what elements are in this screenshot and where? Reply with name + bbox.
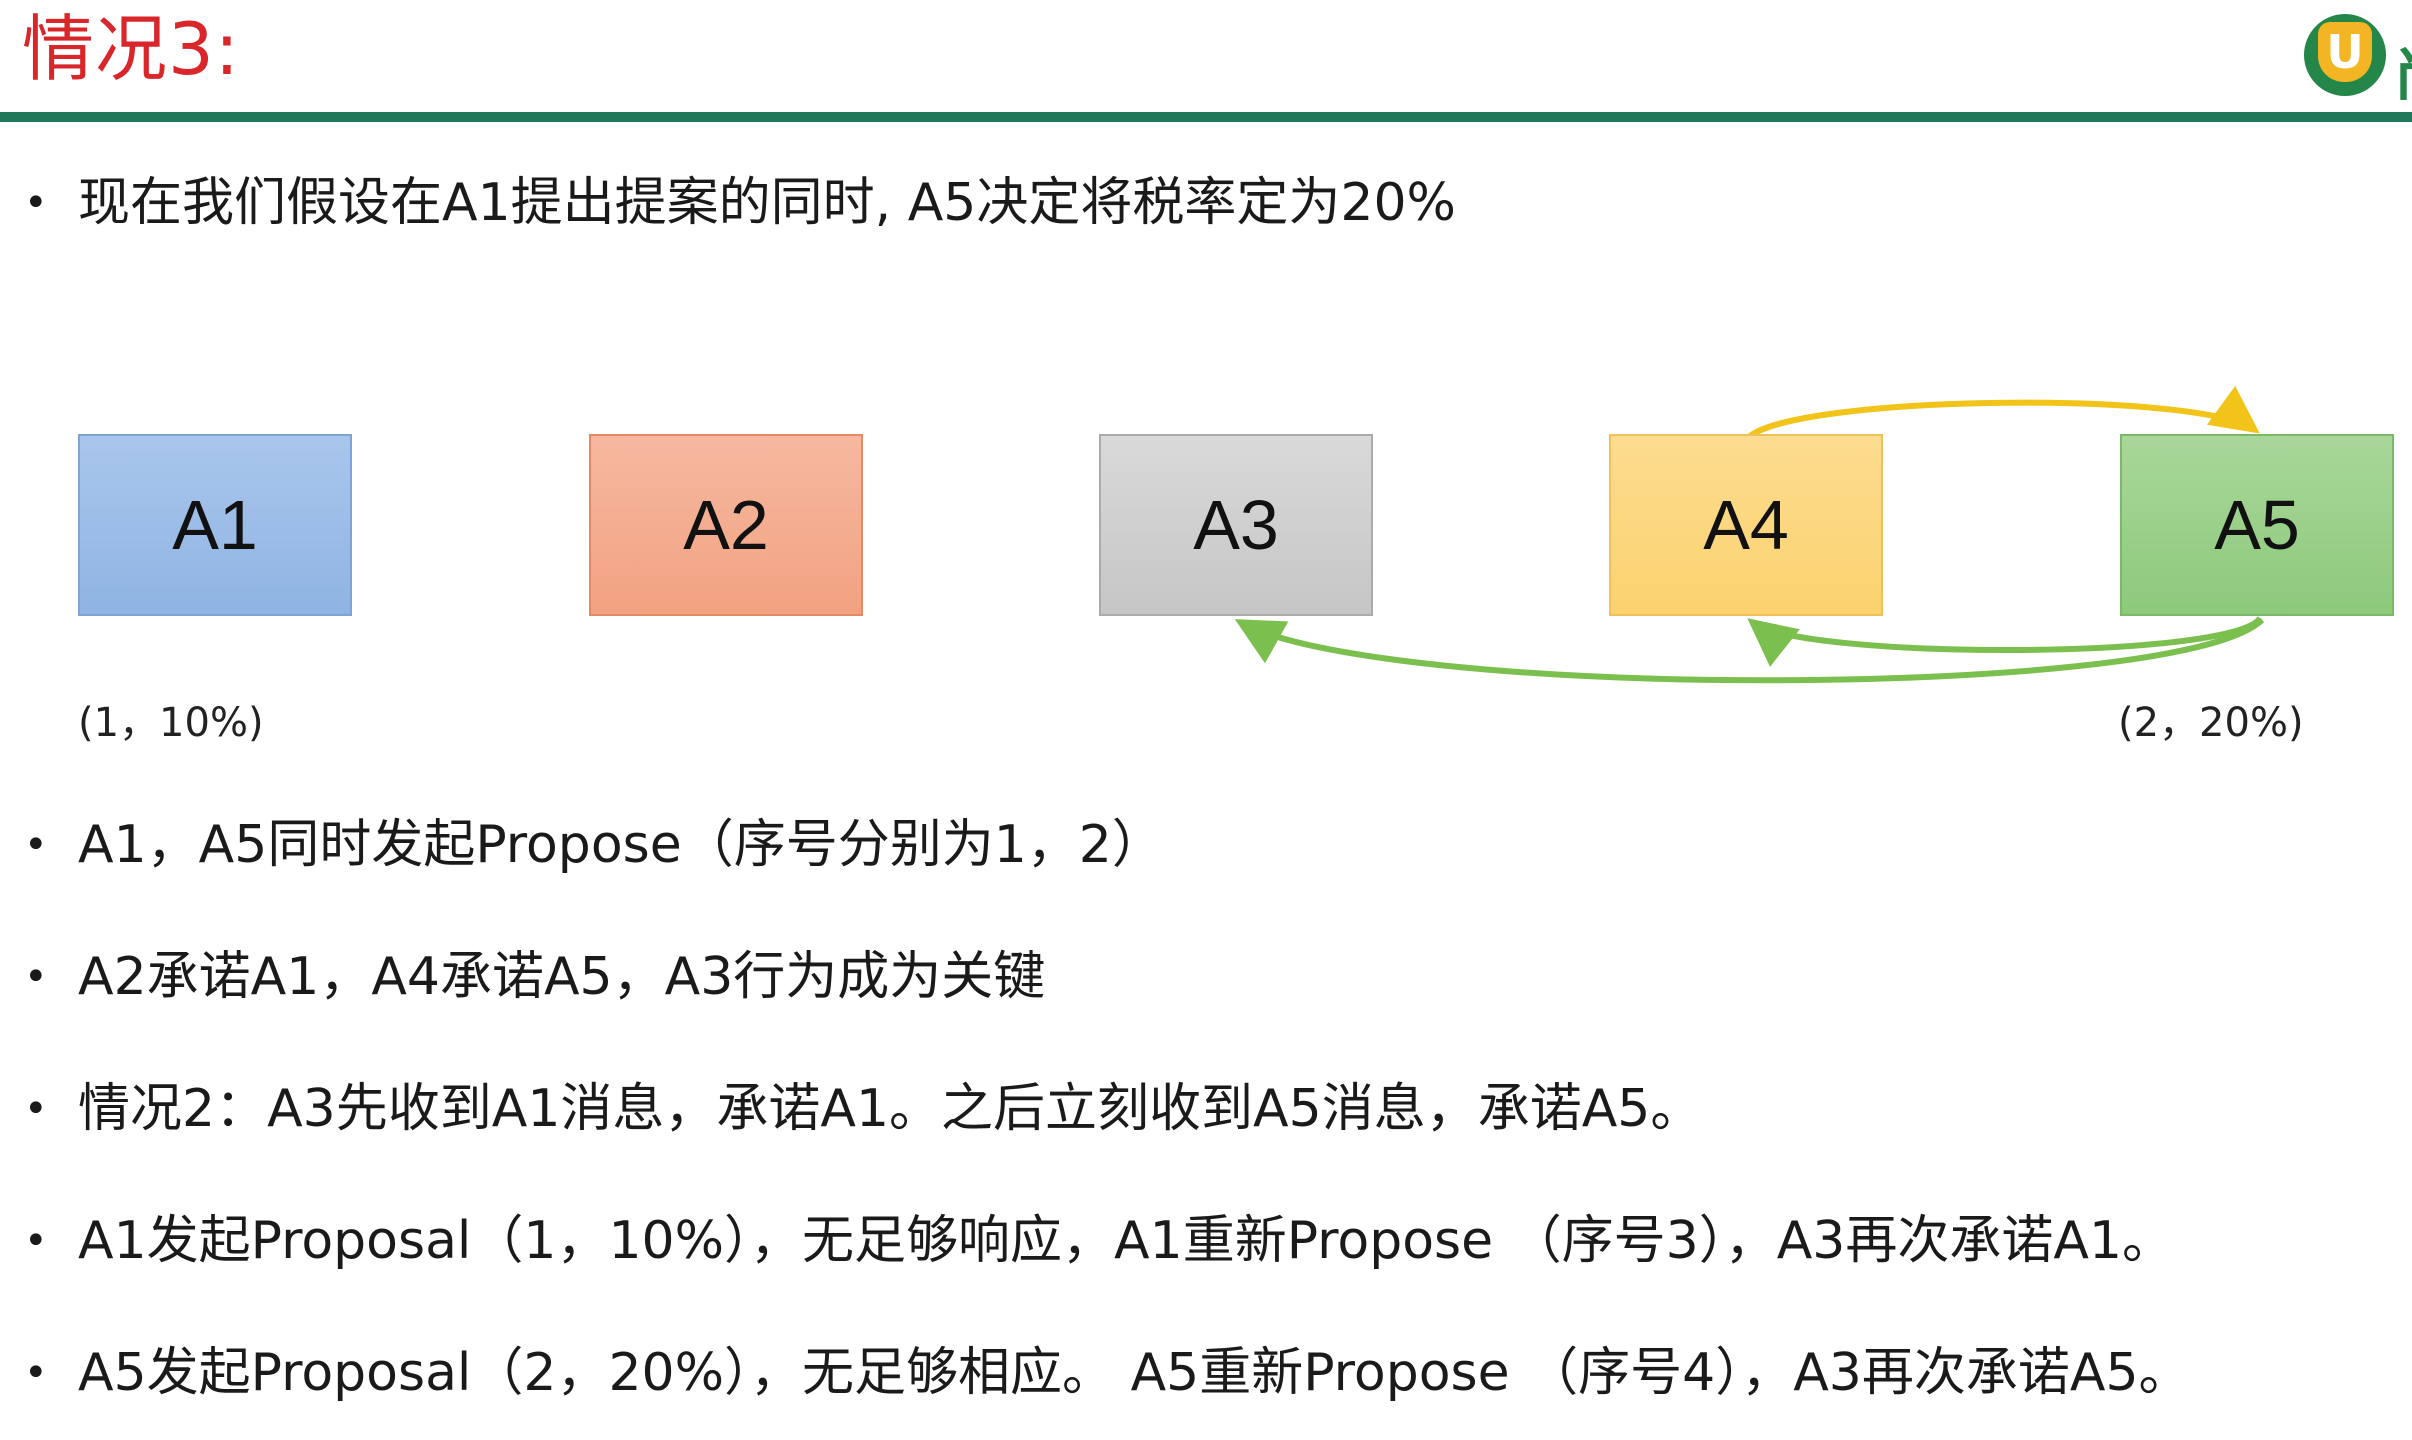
header-divider — [0, 112, 2412, 122]
bullet-item: • A1发起Proposal（1，10%），无足够响应，A1重新Propose （… — [24, 1210, 2174, 1272]
node-a3: A3 — [1099, 434, 1373, 616]
logo-mark-icon: 尚 — [2394, 28, 2412, 100]
bullet-text: A1发起Proposal（1，10%），无足够响应，A1重新Propose （序… — [78, 1211, 2175, 1271]
node-a5: A5 — [2120, 434, 2394, 616]
bullet-text: A1，A5同时发起Propose（序号分别为1，2） — [78, 815, 1164, 875]
bullet-dot: • — [24, 1218, 48, 1264]
node-a4: A4 — [1609, 434, 1883, 616]
bullet-item: • A5发起Proposal（2，20%），无足够相应。 A5重新Propose … — [24, 1342, 2191, 1404]
bullet-text: A5发起Proposal（2，20%），无足够相应。 A5重新Propose （… — [78, 1343, 2191, 1403]
node-a2: A2 — [589, 434, 863, 616]
bullet-text: A2承诺A1，A4承诺A5，A3行为成为关键 — [78, 947, 1046, 1007]
node-a1-caption: (1，10%) — [78, 700, 264, 746]
node-a1: A1 — [78, 434, 352, 616]
bullet-item: • A2承诺A1，A4承诺A5，A3行为成为关键 — [24, 946, 1045, 1008]
arrow-a5-to-a4 — [1747, 615, 2263, 667]
node-a5-caption: (2，20%) — [2118, 700, 2304, 746]
bullet-item: • A1，A5同时发起Propose（序号分别为1，2） — [24, 814, 1164, 876]
bullet-item: • 现在我们假设在A1提出提案的同时, A5决定将税率定为20% — [24, 172, 1456, 234]
bullet-dot: • — [24, 1350, 48, 1396]
page-title: 情况3: — [22, 7, 241, 91]
bullet-dot: • — [24, 822, 48, 868]
bullet-dot: • — [24, 180, 48, 226]
logo-icon: U — [2318, 22, 2372, 82]
bullet-dot: • — [24, 954, 48, 1000]
arrow-a4-to-a5 — [1745, 385, 2260, 441]
logo: U 尚 — [2304, 14, 2412, 100]
bullet-text: 情况2：A3先收到A1消息，承诺A1。之后立刻收到A5消息，承诺A5。 — [78, 1079, 1703, 1139]
bullet-item: • 情况2：A3先收到A1消息，承诺A1。之后立刻收到A5消息，承诺A5。 — [24, 1078, 1702, 1140]
arrow-a5-to-a3 — [1234, 617, 2265, 684]
bullet-dot: • — [24, 1086, 48, 1132]
bullet-text: 现在我们假设在A1提出提案的同时, A5决定将税率定为20% — [78, 173, 1456, 233]
